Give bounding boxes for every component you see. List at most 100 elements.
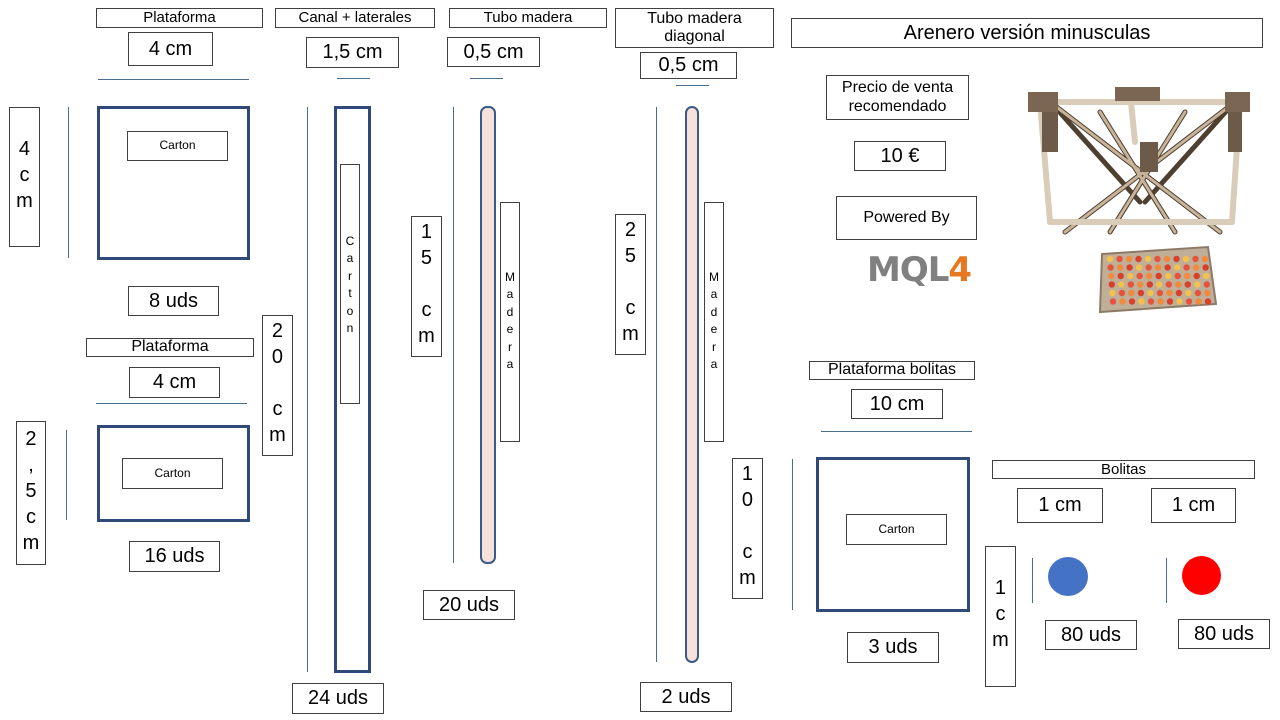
tray-ball: [1201, 255, 1209, 263]
red-ball: [1182, 556, 1221, 595]
tray-ball: [1174, 272, 1181, 280]
tray-ball: [1203, 281, 1210, 288]
platform-top-square: [97, 106, 250, 260]
tray-ball: [1107, 264, 1114, 271]
platform-bottom-height-line: [66, 430, 67, 520]
platform-bottom-width-line: [96, 403, 247, 404]
diag-tube-title: Tubo madera diagonal: [615, 8, 774, 48]
tray-ball: [1155, 272, 1162, 280]
tray-ball: [1173, 264, 1181, 271]
platform-top-material: Carton: [127, 131, 228, 161]
tray-ball: [1202, 264, 1209, 271]
tray-ball: [1154, 255, 1161, 263]
tray-ball: [1135, 255, 1142, 263]
tray-ball: [1175, 281, 1182, 288]
canal-height-label: 2 0 c m: [262, 315, 293, 456]
canal-qty: 24 uds: [292, 683, 384, 714]
tray-ball: [1182, 255, 1190, 263]
tray-ball: [1146, 272, 1153, 280]
tray-ball: [1108, 272, 1115, 280]
tube-width-line: [470, 78, 503, 79]
tray-ball: [1144, 255, 1152, 263]
balls-title: Bolitas: [992, 460, 1255, 479]
platform-bottom-title: Plataforma: [86, 338, 254, 357]
platform-bottom-size: 4 cm: [129, 367, 220, 398]
canal-material: C a r t o n: [340, 164, 360, 404]
tray-ball: [1184, 272, 1191, 280]
tube-height-line: [453, 107, 454, 563]
canal-size: 1,5 cm: [306, 37, 399, 68]
tray-ball: [1118, 289, 1126, 297]
ball-platform-width-line: [821, 431, 972, 432]
tray-ball: [1173, 255, 1180, 263]
tray-ball: [1166, 289, 1173, 297]
sandbox-photo: [1028, 87, 1250, 314]
tray-ball: [1117, 272, 1124, 280]
tray-ball: [1195, 298, 1202, 305]
tray-ball: [1204, 298, 1212, 305]
tray-ball: [1135, 264, 1143, 271]
platform-top-width-line: [98, 79, 249, 80]
tray-ball: [1165, 272, 1172, 280]
tray-ball: [1108, 281, 1115, 288]
tube-shape: [480, 106, 496, 564]
diag-tube-height-line: [656, 107, 657, 662]
ball-platform-qty: 3 uds: [847, 632, 939, 663]
tray-ball: [1166, 298, 1174, 305]
blue-ball-size: 1 cm: [1017, 488, 1103, 523]
powered-by: Powered By: [836, 196, 977, 240]
platform-top-height-line: [68, 107, 69, 258]
platform-bottom-height-label: 2 , 5 c m: [16, 421, 46, 565]
tray-ball: [1194, 281, 1201, 288]
diag-tube-shape: [685, 106, 699, 663]
tray-ball: [1137, 289, 1145, 297]
diag-tube-qty: 2 uds: [640, 682, 732, 712]
tray-ball: [1156, 289, 1164, 297]
canal-height-line: [307, 107, 308, 672]
platform-bottom-qty: 16 uds: [129, 541, 220, 572]
tray-ball: [1119, 298, 1126, 305]
tray-ball: [1194, 289, 1202, 297]
tube-qty: 20 uds: [423, 590, 515, 620]
platform-top-qty: 8 uds: [128, 286, 219, 316]
canal-title: Canal + laterales: [275, 8, 435, 28]
ball-platform-title: Plataforma bolitas: [809, 361, 975, 380]
tray-ball: [1156, 281, 1163, 288]
blue-ball: [1048, 557, 1088, 596]
tray-ball: [1176, 298, 1183, 305]
tray-ball: [1147, 289, 1154, 297]
tray-ball: [1147, 298, 1155, 305]
mql-logo-number: 4: [948, 250, 972, 290]
tray-ball: [1164, 264, 1171, 271]
balls-height-label: 1 c m: [985, 546, 1016, 687]
price-value: 10 €: [854, 141, 946, 171]
ball-platform-material: Carton: [846, 514, 947, 545]
tray-ball: [1193, 272, 1200, 280]
tray-ball: [1203, 272, 1210, 280]
tray-ball: [1128, 289, 1135, 297]
tray-ball: [1116, 264, 1124, 271]
tray-ball: [1126, 264, 1133, 271]
red-ball-size: 1 cm: [1151, 488, 1236, 523]
ball-platform-height-label: 1 0 c m: [732, 458, 763, 599]
platform-bottom-material: Carton: [122, 458, 223, 489]
tray-ball: [1127, 281, 1134, 288]
diag-tube-width-line: [676, 85, 709, 86]
mql-logo-text: MQL: [867, 250, 949, 290]
tray-ball: [1183, 264, 1190, 271]
diag-tube-size: 0,5 cm: [640, 52, 737, 79]
tray-ball: [1175, 289, 1183, 297]
mql4-logo: MQL4: [867, 250, 972, 290]
tray-ball: [1146, 281, 1153, 288]
tray-ball: [1154, 264, 1162, 271]
blue-ball-height-line: [1032, 558, 1033, 603]
tray-ball: [1106, 255, 1114, 263]
tray-ball: [1163, 255, 1171, 263]
canal-width-line: [337, 78, 370, 79]
tray-ball: [1204, 289, 1211, 297]
tray-ball: [1128, 298, 1136, 305]
ball-platform-size: 10 cm: [851, 389, 943, 419]
tray-ball: [1192, 264, 1200, 271]
tube-title: Tubo madera: [449, 8, 607, 28]
platform-top-title: Plataforma: [96, 8, 263, 28]
